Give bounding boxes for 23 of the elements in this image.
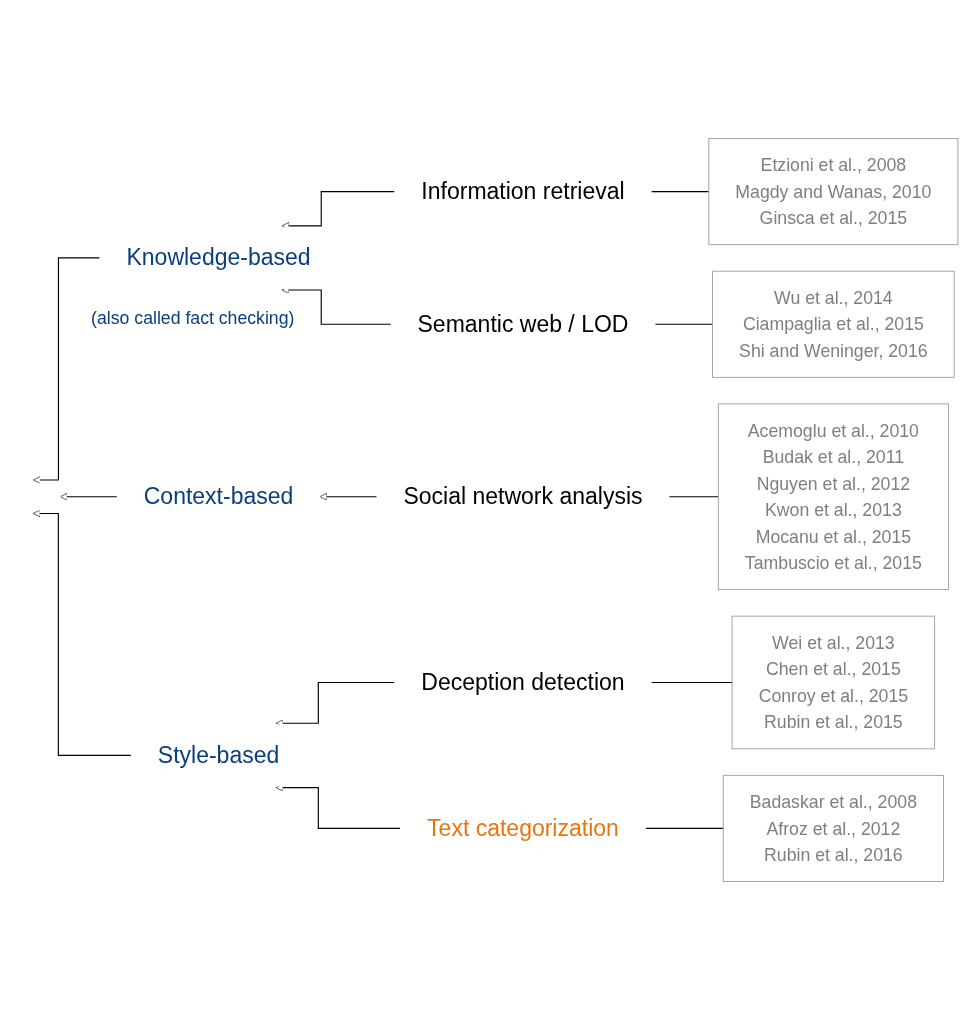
node-text: Text categorization (427, 814, 619, 842)
node-text: Information retrieval (421, 177, 625, 205)
node-text: Deception detection (421, 668, 625, 696)
node-text: Semantic web / LOD (417, 310, 629, 338)
connector (650, 191, 710, 193)
arrow (32, 257, 101, 484)
node-box: Wei et al., 2013 Chen et al., 2015 Conroy et al., 2015 Rubin et al., 2015 (731, 615, 936, 750)
node-note: (also called fact checking) (91, 307, 295, 328)
node-box: Etzioni et al., 2008 Magdy and Wanas, 2010 Ginsca et al., 2015 (708, 138, 959, 246)
node-text: Social network analysis (403, 483, 643, 510)
node-text: Style-based (157, 741, 280, 769)
node-box: Acemoglu et al., 2010 Budak et al., 2011 Nguyen et al., 2012 Kwon et al., 2013 Mocanu et al., 2015 Tambuscio et al., 2015 (717, 403, 949, 591)
connector (654, 323, 714, 325)
node-box: Wu et al., 2014 Ciampaglia et al., 2015 Shi and Weninger, 2016 (712, 270, 955, 378)
connector (650, 681, 733, 684)
connector (644, 827, 724, 829)
arrow (59, 492, 118, 501)
arrow (32, 509, 132, 757)
node-box: Badaskar et al., 2008 Afroz et al., 2012 Rubin et al., 2016 (722, 774, 944, 882)
node-text: Knowledge-based (126, 244, 311, 271)
connector (668, 496, 719, 498)
node-text: Context-based (143, 483, 294, 510)
arrow (319, 492, 378, 501)
